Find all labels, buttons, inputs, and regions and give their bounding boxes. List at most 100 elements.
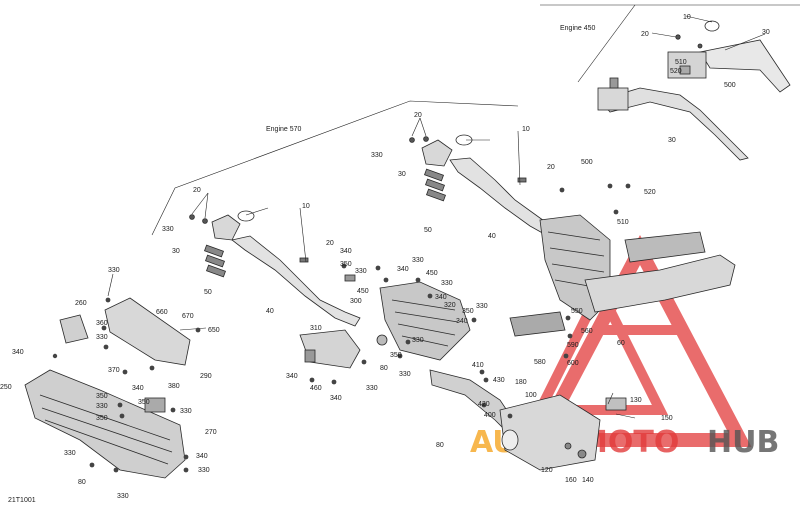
- callout-label: 560: [581, 328, 593, 335]
- callout-label: 330: [108, 267, 120, 274]
- callout-label: 670: [182, 313, 194, 320]
- callout-label: 270: [205, 429, 217, 436]
- callout-label: 340: [12, 349, 24, 356]
- callout-label: 590: [567, 342, 579, 349]
- callout-label: 520: [670, 68, 682, 75]
- callout-label: 340: [435, 294, 447, 301]
- callout-label: 340: [330, 395, 342, 402]
- callout-label: 380: [168, 383, 180, 390]
- fasteners: [52, 183, 631, 473]
- callout-label: 50: [204, 289, 212, 296]
- callout-label: 160: [565, 477, 577, 484]
- callout-label: 520: [644, 189, 656, 196]
- figure-code: 21T1001: [8, 497, 36, 504]
- callout-label: 20: [414, 112, 422, 119]
- callout-label: 140: [582, 477, 594, 484]
- callout-label: 510: [675, 59, 687, 66]
- callout-label: 330: [180, 408, 192, 415]
- callout-label: 460: [310, 385, 322, 392]
- callout-label: 20: [641, 31, 649, 38]
- callout-label: 330: [371, 152, 383, 159]
- watermark-part3: HUB: [707, 425, 779, 460]
- callout-label: 10: [302, 203, 310, 210]
- callout-label: 60: [617, 340, 625, 347]
- callout-label: 340: [456, 318, 468, 325]
- callout-label: 340: [196, 453, 208, 460]
- callout-label: 410: [472, 362, 484, 369]
- callout-label: 330: [64, 450, 76, 457]
- engine-450-frame: Engine 450: [540, 4, 800, 83]
- callout-label: 40: [266, 308, 274, 315]
- callout-label: 550: [571, 308, 583, 315]
- callout-label: 330: [96, 403, 108, 410]
- engine-570-label: Engine 570: [266, 126, 302, 133]
- callout-label: 420: [478, 401, 490, 408]
- left-heat-shield-assembly: [24, 297, 361, 479]
- callout-label: 350: [462, 308, 474, 315]
- callout-label: 20: [547, 164, 555, 171]
- callout-label: 20: [326, 240, 334, 247]
- callout-label: 30: [762, 29, 770, 36]
- callout-label: 50: [424, 227, 432, 234]
- callout-label: 400: [484, 412, 496, 419]
- callout-label: 330: [366, 385, 378, 392]
- callout-label: 150: [661, 415, 673, 422]
- callout-label: 80: [380, 365, 388, 372]
- callout-label: 340: [132, 385, 144, 392]
- callout-label: 80: [436, 442, 444, 449]
- callout-label: 180: [515, 379, 527, 386]
- callout-label: 260: [75, 300, 87, 307]
- engine-570-left-header: [189, 210, 361, 327]
- callout-label: 30: [172, 248, 180, 255]
- callout-label: 450: [426, 270, 438, 277]
- callout-label: 370: [108, 367, 120, 374]
- callout-label: 300: [350, 298, 362, 305]
- callout-label: 330: [198, 467, 210, 474]
- callout-label: 320: [444, 302, 456, 309]
- callout-label: 430: [493, 377, 505, 384]
- callout-label: 600: [567, 360, 579, 367]
- callout-label: 290: [200, 373, 212, 380]
- engine-450-label: Engine 450: [560, 25, 596, 32]
- callout-label: 350: [96, 415, 108, 422]
- callout-labels: 10 20 30 510 520 500 30 20 10 330 30 20 …: [0, 14, 770, 504]
- callout-label: 330: [476, 303, 488, 310]
- callout-label: 650: [208, 327, 220, 334]
- callout-label: 10: [522, 126, 530, 133]
- callout-label: 120: [541, 467, 553, 474]
- callout-label: 330: [117, 493, 129, 500]
- leader-lines: [107, 15, 766, 419]
- callout-label: 100: [525, 392, 537, 399]
- callout-label: 500: [581, 159, 593, 166]
- callout-label: 350: [96, 393, 108, 400]
- callout-label: 350: [390, 352, 402, 359]
- callout-label: 330: [96, 334, 108, 341]
- callout-label: 350: [340, 261, 352, 268]
- callout-label: 330: [441, 280, 453, 287]
- callout-label: 30: [668, 137, 676, 144]
- callout-label: 130: [630, 397, 642, 404]
- callout-label: 330: [355, 268, 367, 275]
- callout-label: 450: [357, 288, 369, 295]
- engine-570-frame: Engine 570: [151, 100, 519, 236]
- callout-label: 330: [162, 226, 174, 233]
- engine-450-assembly: [597, 20, 791, 161]
- callout-label: 340: [286, 373, 298, 380]
- callout-label: 20: [193, 187, 201, 194]
- callout-label: 340: [340, 248, 352, 255]
- callout-label: 580: [534, 359, 546, 366]
- callout-label: 510: [617, 219, 629, 226]
- callout-label: 330: [412, 337, 424, 344]
- callout-label: 10: [683, 14, 691, 21]
- callout-label: 330: [412, 257, 424, 264]
- callout-label: 350: [138, 399, 150, 406]
- callout-label: 360: [96, 320, 108, 327]
- callout-label: 40: [488, 233, 496, 240]
- callout-label: 500: [724, 82, 736, 89]
- callout-label: 30: [398, 171, 406, 178]
- callout-label: 660: [156, 309, 168, 316]
- callout-label: 80: [78, 479, 86, 486]
- callout-label: 330: [399, 371, 411, 378]
